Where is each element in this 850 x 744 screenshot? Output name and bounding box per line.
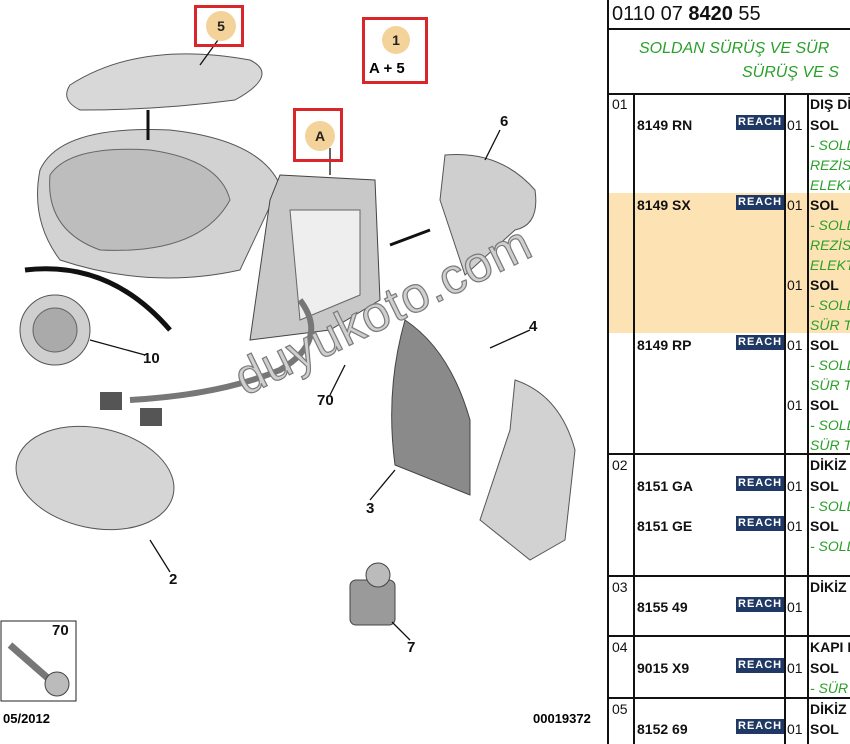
ref-index: 05: [612, 701, 628, 717]
note: - SOLL: [810, 137, 850, 153]
quantity: 01: [787, 518, 803, 534]
group-title: DİKİZ .: [810, 457, 850, 473]
quantity: 01: [787, 397, 803, 413]
side: SOL: [810, 721, 839, 737]
side: SOL: [810, 197, 839, 213]
note: - SOLL: [810, 538, 850, 554]
side: SOL: [810, 337, 839, 353]
callout-1: 1: [382, 26, 410, 54]
part-number[interactable]: 8149 RN: [637, 117, 693, 133]
note: - SOLL: [810, 217, 850, 233]
side: SOL: [810, 397, 839, 413]
reach-badge: REACH: [736, 476, 785, 491]
note: REZİS: [810, 157, 850, 173]
note: - SÜR: [810, 680, 849, 696]
screw-inset-box: [0, 620, 77, 702]
reach-badge: REACH: [736, 516, 785, 531]
reach-badge: REACH: [736, 719, 785, 734]
note: - SOLL: [810, 417, 850, 433]
side: SOL: [810, 277, 839, 293]
quantity: 01: [787, 721, 803, 737]
switch-7-part: [349, 579, 396, 626]
part-number[interactable]: 8151 GE: [637, 518, 693, 534]
group-title: DİKİZ .: [810, 579, 850, 595]
group-title: DIŞ Dİ: [810, 96, 850, 112]
note: REZİS: [810, 237, 850, 253]
callout-4: 4: [529, 318, 538, 335]
callout-5: 5: [206, 11, 236, 41]
note: - SOLL: [810, 498, 850, 514]
callout-a: A: [305, 121, 335, 151]
drawing-number: 00019372: [533, 711, 591, 726]
part-number[interactable]: 8149 SX: [637, 197, 691, 213]
parts-table: 0110 07 8420 55 SOLDAN SÜRÜŞ VE SÜR SÜRÜ…: [607, 0, 850, 744]
quantity: 01: [787, 197, 803, 213]
quantity: 01: [787, 599, 803, 615]
callout-2: 2: [169, 571, 178, 588]
reach-badge: REACH: [736, 115, 785, 130]
quantity: 01: [787, 337, 803, 353]
group-title: KAPI K: [810, 639, 850, 655]
quantity: 01: [787, 277, 803, 293]
side: SOL: [810, 117, 839, 133]
banner-line-1: SOLDAN SÜRÜŞ VE SÜR: [639, 40, 830, 57]
side: SOL: [810, 518, 839, 534]
ref-index: 01: [612, 96, 628, 112]
note: ELEKT: [810, 257, 850, 273]
callout-10: 10: [143, 350, 160, 367]
side: SOL: [810, 660, 839, 676]
quantity: 01: [787, 117, 803, 133]
diagram-date: 05/2012: [3, 711, 50, 726]
mirror-cap-part: [66, 53, 263, 111]
ref-index: 04: [612, 639, 628, 655]
callout-a-plus-5: A + 5: [369, 60, 405, 77]
note: ELEKT: [810, 177, 850, 193]
callout-box-5: 5: [194, 5, 244, 47]
callout-70: 70: [317, 392, 334, 409]
banner-line-2: SÜRÜŞ VE S: [742, 64, 839, 81]
ref-index: 02: [612, 457, 628, 473]
mirror-glass-part: [15, 425, 175, 531]
quantity: 01: [787, 478, 803, 494]
reach-badge: REACH: [736, 195, 785, 210]
part-number[interactable]: 8155 49: [637, 599, 688, 615]
callout-box-1: 1 A + 5: [362, 17, 428, 84]
cover-6-part: [439, 153, 537, 276]
note: SÜR T: [810, 437, 850, 453]
cover-3-part: [391, 319, 471, 496]
callout-3: 3: [366, 500, 375, 517]
note: SÜR T: [810, 377, 850, 393]
callout-6: 6: [500, 113, 509, 130]
part-number[interactable]: 9015 X9: [637, 660, 690, 676]
note: - SOLL: [810, 297, 850, 313]
quantity: 01: [787, 660, 803, 676]
part-number[interactable]: 8151 GA: [637, 478, 694, 494]
reach-badge: REACH: [736, 335, 785, 350]
side: SOL: [810, 478, 839, 494]
reach-badge: REACH: [736, 597, 785, 612]
note: SÜR T: [810, 317, 850, 333]
part-number[interactable]: 8152 69: [637, 721, 688, 737]
exploded-mirror-diagram: [0, 39, 576, 702]
catalog-ref: 0110 07 8420 55: [612, 3, 761, 25]
callout-box-a: A: [293, 108, 343, 162]
inset-callout-70: 70: [52, 622, 69, 639]
group-title: DİKİZ .: [810, 701, 850, 717]
cover-4-part: [479, 379, 576, 561]
reach-badge: REACH: [736, 658, 785, 673]
note: - SOLL: [810, 357, 850, 373]
ref-index: 03: [612, 579, 628, 595]
part-number[interactable]: 8149 RP: [637, 337, 692, 353]
callout-7: 7: [407, 639, 416, 656]
